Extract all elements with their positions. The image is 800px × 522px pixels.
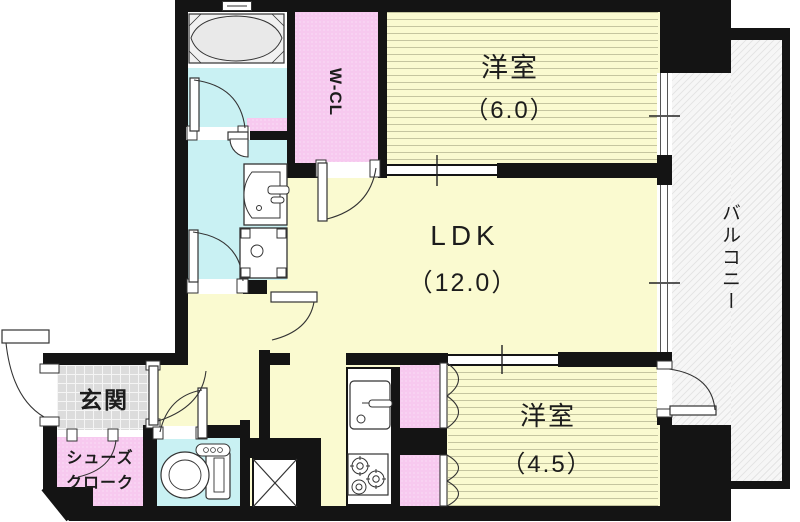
- kitchen-counter: [346, 367, 393, 506]
- bath-closet-upper: [247, 118, 287, 131]
- ldk-area: （12.0）: [407, 269, 519, 297]
- doorway-balcony: [657, 367, 672, 413]
- wall-toilet-right: [240, 420, 250, 521]
- genkan-tile: [57, 365, 150, 430]
- closet45-upper: [400, 363, 440, 428]
- wall-ldk-north-right: [497, 163, 672, 178]
- sliding-partition-bedroom45[interactable]: [448, 354, 558, 366]
- wall-bath-wcl: [287, 12, 295, 178]
- doorway-toilet: [157, 426, 198, 439]
- wall-wcl-bedroom6: [378, 12, 387, 178]
- balcony-floor-right: [731, 40, 782, 481]
- wall-corridor-stub-h: [259, 353, 290, 365]
- wall-bath-closet: [245, 131, 287, 140]
- doorway-wcl: [326, 162, 370, 178]
- vent-tab: [222, 1, 252, 11]
- balcony-rail-right: [782, 33, 790, 488]
- doorway-washroom: [197, 279, 237, 294]
- wall-entry-step: [43, 353, 188, 365]
- entrance-door-leaf: [1, 329, 50, 344]
- column-top-right: [660, 0, 731, 73]
- wcl-label: W-CL: [326, 67, 345, 117]
- washroom-floor: [188, 140, 287, 280]
- wall-left-upper: [175, 0, 188, 365]
- toilet-floor: [157, 438, 240, 506]
- wall-corridor-stub-v: [259, 350, 270, 438]
- wall-right-seg-a: [657, 155, 672, 185]
- doorway-entrance: [43, 370, 57, 420]
- doorway-bath: [186, 127, 250, 140]
- wcl-floor: [294, 12, 378, 163]
- shoe-closet-label-1: シューズ: [66, 450, 134, 467]
- wall-kitchen-north: [346, 353, 448, 365]
- wall-toilet-left: [143, 425, 157, 517]
- column-bottom-right: [660, 425, 731, 521]
- wall-closet-mid: [400, 428, 447, 455]
- genkan-sill: [57, 430, 150, 438]
- bedroom45-area: （4.5）: [501, 451, 593, 478]
- ldk-label: LDK: [430, 220, 500, 251]
- wall-kitchen-east: [393, 367, 400, 506]
- wall-right-seg-b: [657, 413, 672, 425]
- balcony-label: バルコニー: [719, 203, 740, 313]
- window-bedroom6: [657, 73, 672, 155]
- bedroom45-label: 洋室: [519, 401, 576, 431]
- bedroom45-floor: [448, 365, 658, 506]
- wall-bedroom45-north: [558, 352, 672, 367]
- window-ldk: [657, 185, 672, 352]
- wall-top: [175, 0, 731, 12]
- bath-tub-zone: [188, 12, 287, 68]
- wall-ps-east: [298, 438, 321, 521]
- bedroom6-label: 洋室: [481, 53, 539, 83]
- shoe-closet-label-2: クローク: [65, 475, 134, 492]
- wall-washroom-south: [243, 280, 267, 294]
- wall-ldk-north-left: [287, 163, 320, 178]
- wall-ps-top: [250, 438, 298, 458]
- balcony-rail-bottom: [731, 481, 790, 489]
- pipe-space-box: [252, 458, 298, 508]
- wall-bottom: [43, 506, 731, 521]
- balcony-rail-top: [731, 28, 790, 40]
- closet45-lower: [400, 455, 440, 506]
- genkan-label: 玄関: [79, 387, 129, 413]
- wall-toilet-top: [206, 425, 240, 438]
- sliding-partition-bedroom6[interactable]: [386, 164, 497, 176]
- bedroom6-area: （6.0）: [464, 97, 556, 124]
- bedroom6-floor: [386, 12, 658, 163]
